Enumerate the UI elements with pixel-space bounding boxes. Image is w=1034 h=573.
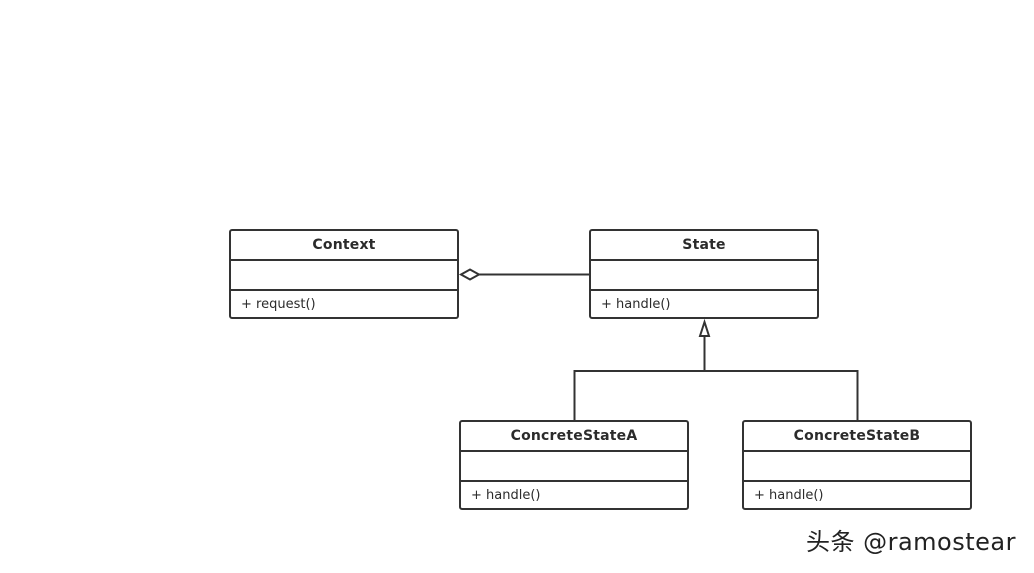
class-state: State + handle() [589,229,819,319]
class-name: ConcreteStateA [461,422,687,452]
generalization-line-b [704,370,859,421]
class-operation: + handle() [601,296,671,312]
class-concrete-state-b: ConcreteStateB + handle() [742,420,972,510]
class-operation: + handle() [754,487,824,503]
class-name: ConcreteStateB [744,422,970,452]
class-operation: + request() [241,296,316,312]
class-attributes [461,452,687,482]
class-context: Context + request() [229,229,459,319]
class-attributes [231,261,457,291]
class-attributes [744,452,970,482]
watermark: 头条 @ramostear [805,528,1016,556]
class-name: Context [231,231,457,261]
generalization-arrowhead-icon [698,318,711,337]
class-name: State [591,231,817,261]
aggregation-diamond-icon [458,268,482,281]
generalization-line-a [573,370,705,421]
class-attributes [591,261,817,291]
class-operation: + handle() [471,487,541,503]
class-concrete-state-a: ConcreteStateA + handle() [459,420,689,510]
